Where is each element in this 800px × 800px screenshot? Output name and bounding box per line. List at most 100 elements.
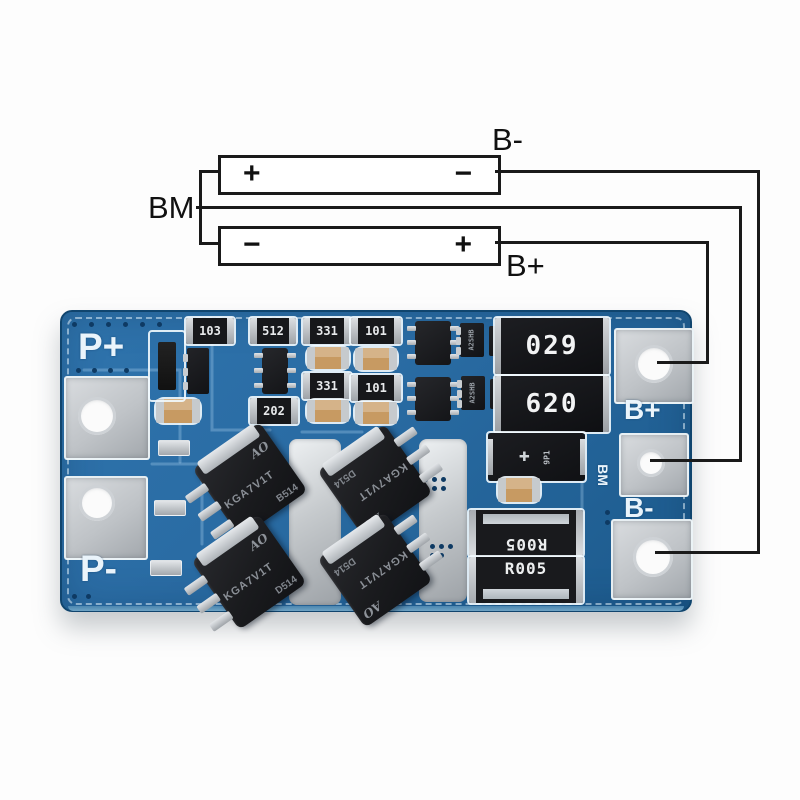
wire-b-minus-horizontal [495, 170, 760, 173]
wire-b-plus-to-pad [657, 361, 709, 364]
resistor-marking: 202 [263, 404, 285, 418]
silkscreen-b-plus: B+ [624, 394, 661, 425]
via-dot [92, 368, 97, 373]
solder-stub [154, 500, 186, 516]
ic-sot23-6 [407, 377, 459, 421]
wire-b-minus-to-pad [655, 551, 760, 554]
via-dot [605, 510, 610, 515]
resistor-101: 101 [349, 373, 403, 403]
label-bm: BM [148, 190, 195, 225]
pad-hole-b-plus [635, 345, 673, 383]
via-dot [123, 322, 128, 327]
wire-bm-vertical [739, 206, 742, 462]
via-dot [124, 368, 129, 373]
diode: ✚ 9P1 [486, 431, 587, 483]
wire-bm-to-pad [650, 459, 742, 462]
via-dot [439, 544, 444, 549]
resistor-512: 512 [248, 316, 298, 346]
battery-negative-terminal: − [454, 156, 472, 190]
resistor-marking: 101 [365, 381, 387, 395]
transistor-a2shb: A2SHB [457, 376, 485, 410]
silkscreen-bm: BM [594, 464, 611, 486]
mosfet-marking: KGA7V1T [221, 560, 276, 604]
pad-hole-b-minus [633, 537, 673, 577]
resistor-marking: 103 [199, 324, 221, 338]
wire-b-plus-vertical [706, 241, 709, 363]
diode-marking: 9P1 [542, 449, 552, 465]
via-dot [86, 594, 91, 599]
via-dot [432, 486, 437, 491]
via-dot [106, 322, 111, 327]
capacitor [353, 400, 399, 426]
transistor-vertical [148, 330, 186, 402]
mosfet-marking: KGA7V1T [355, 460, 410, 504]
solder-stub [158, 440, 190, 456]
battery-negative-terminal: − [243, 227, 261, 261]
via-dot [76, 368, 81, 373]
capacitor [154, 397, 202, 425]
via-dot [448, 544, 453, 549]
resistor-marking: 331 [316, 379, 338, 393]
resistor-marking: 029 [525, 331, 579, 361]
via-dot [430, 544, 435, 549]
solder-stub [150, 560, 182, 576]
sense-resistor-r005: R005 [467, 555, 585, 605]
ic-sot23-6 [407, 321, 459, 365]
via-dot [441, 486, 446, 491]
via-dot [72, 594, 77, 599]
resistor-marking: 331 [316, 324, 338, 338]
wire-cell-bottom-left-lead [199, 242, 219, 245]
silkscreen-p-plus: P+ [78, 326, 125, 367]
label-b-minus: B- [492, 122, 523, 157]
resistor-marking: 101 [365, 324, 387, 338]
wire-bm-horizontal [196, 206, 742, 209]
pcb-board: P+ P- B+ B- BM 103 512 331 101 331 [60, 310, 694, 632]
transistor-a2shb: A2SHB [456, 323, 484, 357]
resistor-331: 331 [301, 371, 353, 401]
mosfet-marking: KGA7V1T [355, 548, 410, 592]
via-dot [89, 322, 94, 327]
pad-hole-p-minus [79, 485, 115, 521]
battery-positive-terminal: + [243, 156, 261, 190]
wire-cell-top-left-lead [199, 170, 219, 173]
capacitor [353, 346, 399, 372]
silkscreen-b-minus: B- [624, 492, 654, 523]
battery-positive-terminal: + [454, 227, 472, 261]
via-dot [605, 520, 610, 525]
resistor-331: 331 [301, 316, 353, 346]
resistor-marking: R005 [504, 559, 548, 578]
capacitor [305, 345, 351, 371]
pad-hole-p-plus [78, 397, 116, 435]
resistor-marking: 512 [262, 324, 284, 338]
via-dot [157, 322, 162, 327]
resistor-103: 103 [184, 316, 236, 346]
battery-cell-bottom: − + [218, 226, 501, 266]
ao-logo: AO [360, 598, 385, 622]
capacitor [305, 398, 351, 424]
resistor-101: 101 [349, 316, 403, 346]
battery-cell-top: + − [218, 155, 501, 195]
via-dot [72, 322, 77, 327]
label-b-plus: B+ [506, 248, 545, 283]
power-resistor-029: 029 [493, 316, 611, 376]
capacitor [496, 476, 542, 504]
via-dot [441, 477, 446, 482]
silkscreen-p-minus: P- [80, 548, 117, 589]
pad-bm [619, 433, 689, 497]
wire-b-plus-horizontal [495, 241, 709, 244]
resistor-202: 202 [248, 396, 300, 426]
power-resistor-620: 620 [493, 374, 611, 434]
mosfet-marking: KGA7V1T [222, 468, 277, 512]
sense-resistor-r005: R005 [467, 508, 585, 558]
via-dot [140, 322, 145, 327]
resistor-marking: R005 [504, 535, 548, 554]
transistor-marking: A2SHB [467, 329, 476, 351]
transistor [183, 348, 209, 394]
via-dot [432, 477, 437, 482]
resistor-marking: 620 [525, 389, 579, 419]
wire-b-minus-vertical [757, 170, 760, 554]
pad-hole-bm [637, 449, 665, 477]
diode-polarity-icon: ✚ [518, 449, 530, 464]
transistor-marking: A2SHB [468, 382, 477, 404]
